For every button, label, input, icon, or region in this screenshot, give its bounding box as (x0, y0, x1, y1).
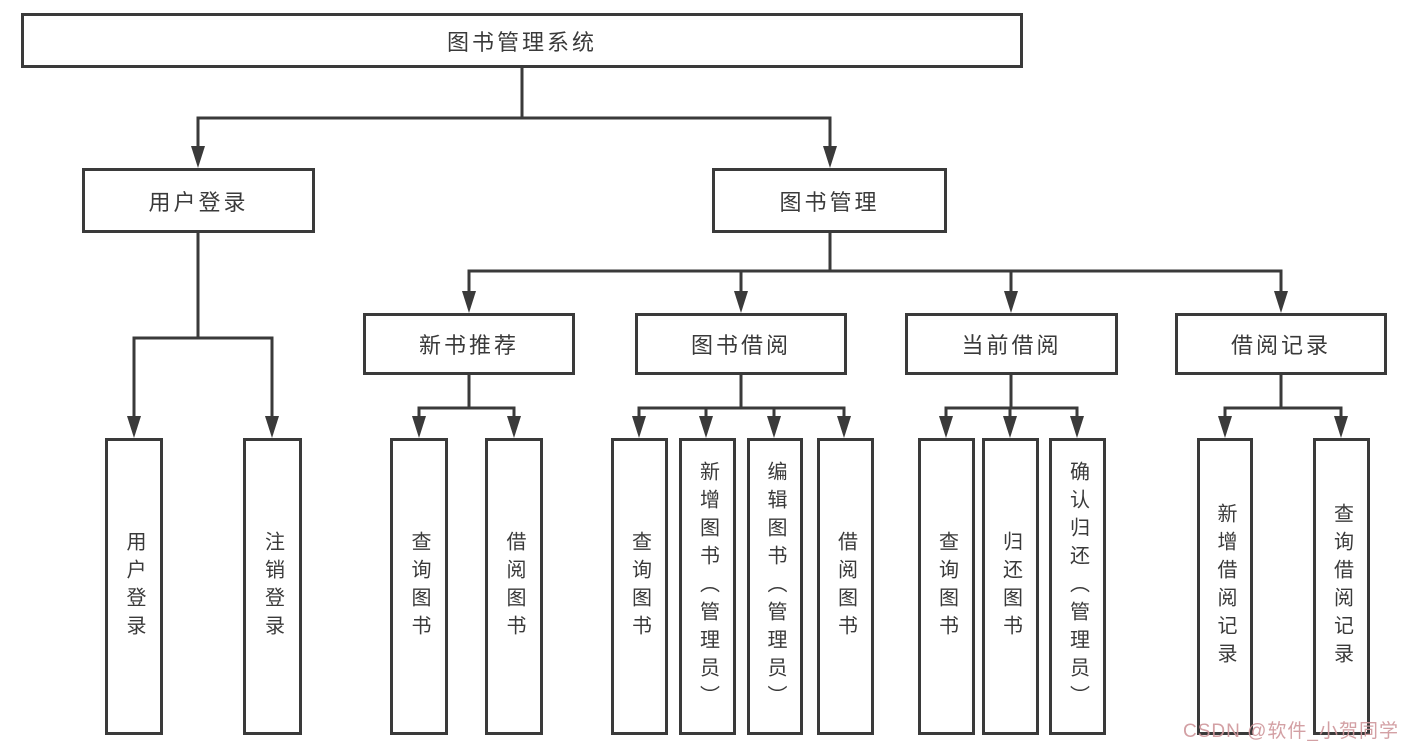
arrowhead-icon (1274, 291, 1288, 313)
node-book-borrowing: 图书借阅 (635, 313, 847, 375)
leaf-label: 用户登录 (123, 530, 145, 643)
arrowhead-icon (837, 416, 851, 438)
arrowhead-icon (939, 416, 953, 438)
arrowhead-icon (1334, 416, 1348, 438)
leaf-label: 查询图书 (408, 530, 430, 643)
node-new-book-recommendation: 新书推荐 (363, 313, 575, 375)
leaf-confirm-return-admin: 确认归还（管理员） (1049, 438, 1106, 735)
arrowhead-icon (823, 146, 837, 168)
leaf-query-borrow-record: 查询借阅记录 (1313, 438, 1370, 735)
leaf-logout: 注销登录 (243, 438, 302, 735)
node-library-management-system: 图书管理系统 (21, 13, 1023, 68)
leaf-label: 查询借阅记录 (1330, 502, 1353, 671)
leaf-label: 新增借阅记录 (1214, 502, 1236, 671)
node-current-borrowing: 当前借阅 (905, 313, 1118, 375)
arrowhead-icon (127, 416, 141, 438)
node-book-management: 图书管理 (712, 168, 947, 233)
leaf-query-books-borrow: 查询图书 (611, 438, 668, 735)
arrowhead-icon (1218, 416, 1232, 438)
leaf-add-book-admin: 新增图书（管理员） (679, 438, 736, 735)
leaf-label: 确认归还（管理员） (1066, 460, 1089, 713)
arrowhead-icon (699, 416, 713, 438)
arrowhead-icon (507, 416, 521, 438)
arrowhead-icon (767, 416, 781, 438)
leaf-borrow-book-recommend: 借阅图书 (485, 438, 543, 735)
leaf-label: 编辑图书（管理员） (764, 460, 786, 713)
leaf-label: 借阅图书 (834, 530, 857, 643)
leaf-add-borrow-record: 新增借阅记录 (1197, 438, 1253, 735)
leaf-label: 归还图书 (999, 530, 1022, 643)
leaf-label: 借阅图书 (503, 530, 525, 643)
leaf-query-books-recommend: 查询图书 (390, 438, 448, 735)
arrowhead-icon (1003, 416, 1017, 438)
leaf-edit-book-admin: 编辑图书（管理员） (747, 438, 803, 735)
arrowhead-icon (462, 291, 476, 313)
leaf-query-books-current: 查询图书 (918, 438, 975, 735)
arrowhead-icon (191, 146, 205, 168)
leaf-user-login: 用户登录 (105, 438, 163, 735)
arrowhead-icon (632, 416, 646, 438)
node-user-login: 用户登录 (82, 168, 315, 233)
arrowhead-icon (412, 416, 426, 438)
leaf-borrow-book: 借阅图书 (817, 438, 874, 735)
arrowhead-icon (1004, 291, 1018, 313)
csdn-watermark: CSDN @软件_小贺同学 (1183, 721, 1399, 742)
leaf-label: 查询图书 (935, 530, 958, 643)
leaf-label: 注销登录 (261, 530, 284, 643)
leaf-return-book: 归还图书 (982, 438, 1039, 735)
arrowhead-icon (1070, 416, 1084, 438)
node-borrowing-records: 借阅记录 (1175, 313, 1387, 375)
arrowhead-icon (734, 291, 748, 313)
leaf-label: 查询图书 (628, 530, 651, 643)
leaf-label: 新增图书（管理员） (696, 460, 719, 713)
arrowhead-icon (265, 416, 279, 438)
